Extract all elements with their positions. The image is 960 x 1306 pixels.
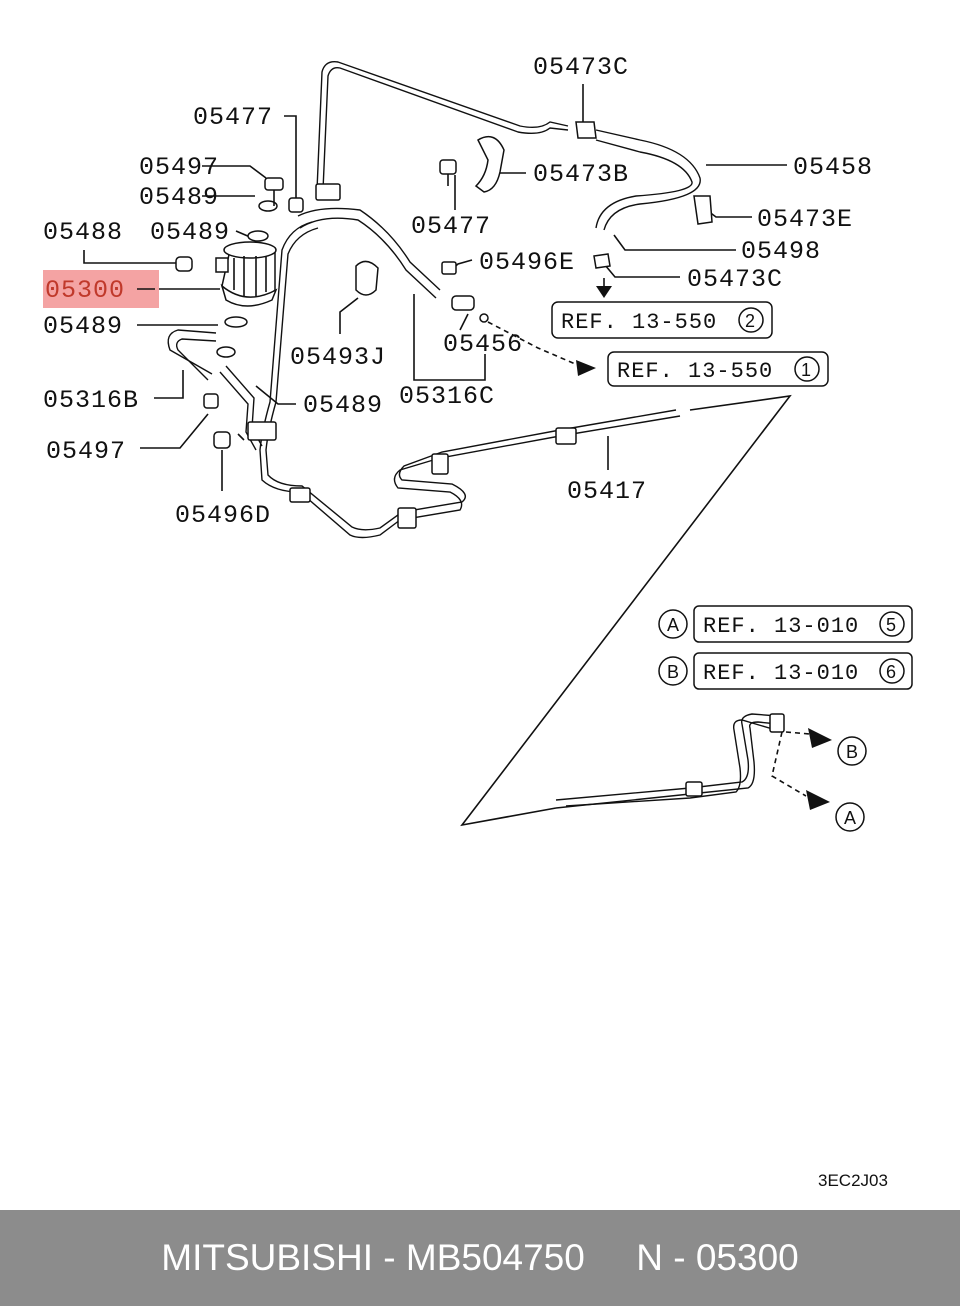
washer-05489-low xyxy=(216,316,248,358)
arrow-circle-B[interactable]: B xyxy=(837,736,867,766)
arrow-circle-A-letter: A xyxy=(844,808,856,828)
bolt-05477-top xyxy=(288,197,304,213)
bolt-05477-mid xyxy=(439,159,457,186)
cap-05489-top xyxy=(247,200,278,242)
clamp-05473E xyxy=(693,195,713,225)
label-05316C[interactable]: 05316C xyxy=(399,382,495,411)
parts-diagram: 05473C 05477 05497 05458 05489 05473B 05… xyxy=(43,53,913,1190)
clamp-05473C-bot xyxy=(593,253,611,269)
inset-arrows xyxy=(771,728,832,810)
label-05497-top[interactable]: 05497 xyxy=(139,153,219,182)
label-05497-bot[interactable]: 05497 xyxy=(46,437,126,466)
reservoir-tank-05300[interactable] xyxy=(215,241,278,307)
label-05489-c[interactable]: 05489 xyxy=(43,312,123,341)
ref-box-B-letter: B xyxy=(667,662,679,682)
footer-spacer xyxy=(585,1237,636,1279)
pipes xyxy=(167,61,701,539)
grommet-05488 xyxy=(175,256,193,272)
label-05488[interactable]: 05488 xyxy=(43,218,123,247)
ref-box-B-num: 6 xyxy=(886,662,896,682)
label-05489-a[interactable]: 05489 xyxy=(139,183,219,212)
label-05316B[interactable]: 05316B xyxy=(43,386,139,415)
ref-box-A-letter: A xyxy=(667,615,679,635)
label-05496E[interactable]: 05496E xyxy=(479,248,575,277)
clamp-05473C-top xyxy=(575,121,597,139)
label-05458[interactable]: 05458 xyxy=(793,153,873,182)
diagram-code: 3EC2J03 xyxy=(818,1171,888,1190)
label-05477-top[interactable]: 05477 xyxy=(193,103,273,132)
ref-box-2-text: REF. 13-550 xyxy=(561,310,717,335)
label-05489-b[interactable]: 05489 xyxy=(150,218,230,247)
label-05473C-bot[interactable]: 05473C xyxy=(687,265,783,294)
bracket-05473B xyxy=(474,135,505,193)
ref-box-A-num: 5 xyxy=(886,615,896,635)
arrow-circle-B-letter: B xyxy=(846,742,858,762)
leader-lines xyxy=(83,84,787,491)
ref-box-1[interactable]: REF. 13-550 1 xyxy=(607,351,829,387)
ref-arrows xyxy=(487,278,612,376)
ref-box-1-text: REF. 13-550 xyxy=(617,359,773,384)
label-05498[interactable]: 05498 xyxy=(741,237,821,266)
bolt-05497-bot xyxy=(203,393,219,409)
label-05456[interactable]: 05456 xyxy=(443,330,523,359)
ref-box-1-num: 1 xyxy=(801,360,811,380)
arrow-circle-A[interactable]: A xyxy=(835,802,865,832)
label-05493J[interactable]: 05493J xyxy=(290,343,386,372)
label-05477-mid[interactable]: 05477 xyxy=(411,212,491,241)
label-05473C-top[interactable]: 05473C xyxy=(533,53,629,82)
label-05489-d[interactable]: 05489 xyxy=(303,391,383,420)
ref-box-B-text: REF. 13-010 xyxy=(703,661,859,686)
bolt-05496D xyxy=(213,431,245,449)
label-05473B[interactable]: 05473B xyxy=(533,160,629,189)
footer-brand-part: MITSUBISHI - MB504750 xyxy=(161,1237,585,1278)
label-05496D[interactable]: 05496D xyxy=(175,501,271,530)
label-05417[interactable]: 05417 xyxy=(567,477,647,506)
clamp-bracket-upper xyxy=(247,183,577,529)
inset-pipes xyxy=(555,713,785,809)
fitting-05456 xyxy=(451,295,489,323)
label-05300[interactable]: 05300 xyxy=(45,276,125,305)
ref-box-2-num: 2 xyxy=(745,311,755,331)
footer-ref-part: N - 05300 xyxy=(636,1237,799,1278)
bolt-05497-top xyxy=(264,177,284,206)
label-05473E[interactable]: 05473E xyxy=(757,205,853,234)
footer-bar: MITSUBISHI - MB504750 N - 05300 xyxy=(0,1210,960,1306)
bolt-05496E xyxy=(441,261,457,275)
inset-callout-lines xyxy=(460,394,792,827)
ref-box-A[interactable]: A REF. 13-010 5 xyxy=(658,605,913,643)
ref-box-2[interactable]: REF. 13-550 2 xyxy=(551,301,773,339)
ref-box-B[interactable]: B REF. 13-010 6 xyxy=(658,652,913,690)
clip-05493J xyxy=(355,260,379,296)
ref-box-A-text: REF. 13-010 xyxy=(703,614,859,639)
